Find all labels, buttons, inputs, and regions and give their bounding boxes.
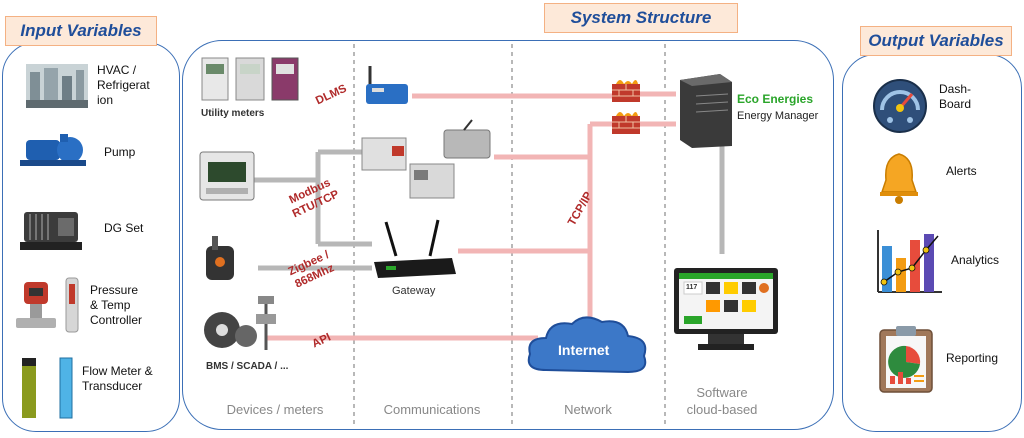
modbus-converter-icon	[361, 119, 491, 199]
internet-label: Internet	[558, 342, 610, 358]
dashboard-gauge-icon	[873, 79, 927, 133]
dlms-converter-icon	[366, 66, 408, 104]
eco-energies-brand: Eco Energies	[737, 92, 814, 106]
column-label-communications: Communications	[383, 402, 481, 417]
pressure-temp-controller-icon	[16, 277, 79, 333]
column-label-network: Network	[564, 402, 612, 417]
bms-scada-caption: BMS / SCADA / ...	[206, 361, 289, 372]
firewall-icon	[612, 80, 640, 102]
zigbee-sensor-icon	[206, 236, 234, 280]
server-icon	[680, 74, 732, 148]
utility-meters-icon	[201, 57, 299, 101]
column-label-software: Software cloud-based	[686, 385, 758, 417]
flow-meter-icon	[22, 357, 73, 419]
system-structure-title: System Structure	[544, 3, 738, 33]
pump-icon	[20, 134, 86, 166]
screen-number: 117	[686, 284, 698, 291]
modbus-meter-icon	[199, 151, 255, 201]
dg-set-icon	[20, 212, 82, 250]
alerts-bell-icon	[880, 153, 918, 204]
gateway-caption: Gateway	[392, 285, 436, 297]
output-item-alerts-label: Alerts	[946, 164, 977, 178]
firewall-icon	[612, 112, 640, 134]
input-item-dg-set-label: DG Set	[104, 221, 144, 235]
output-item-analytics-label: Analytics	[951, 253, 1000, 267]
hvac-icon	[26, 64, 88, 108]
input-item-pressure-temp-label: Pressure & Temp Controller	[90, 283, 143, 327]
output-item-dashboard-label: Dash- Board	[939, 82, 972, 111]
utility-meters-caption: Utility meters	[201, 108, 265, 119]
reporting-clipboard-icon	[879, 326, 933, 393]
output-item-reporting-label: Reporting	[946, 351, 999, 365]
gateway-icon	[374, 219, 456, 278]
input-variables-title: Input Variables	[5, 16, 157, 46]
column-label-devices: Devices / meters	[226, 402, 324, 417]
input-item-flow-meter-label: Flow Meter & Transducer	[82, 364, 153, 393]
input-item-pump-label: Pump	[104, 145, 136, 159]
internet-cloud-icon	[527, 316, 647, 374]
input-item-hvac-label: HVAC / Refrigerat ion	[97, 63, 150, 107]
analytics-chart-icon	[877, 230, 942, 293]
energy-manager-label: Energy Manager	[737, 110, 819, 122]
output-variables-title: Output Variables	[860, 26, 1012, 56]
bms-scada-icon	[204, 296, 276, 350]
dashboard-monitor-icon	[674, 268, 778, 350]
